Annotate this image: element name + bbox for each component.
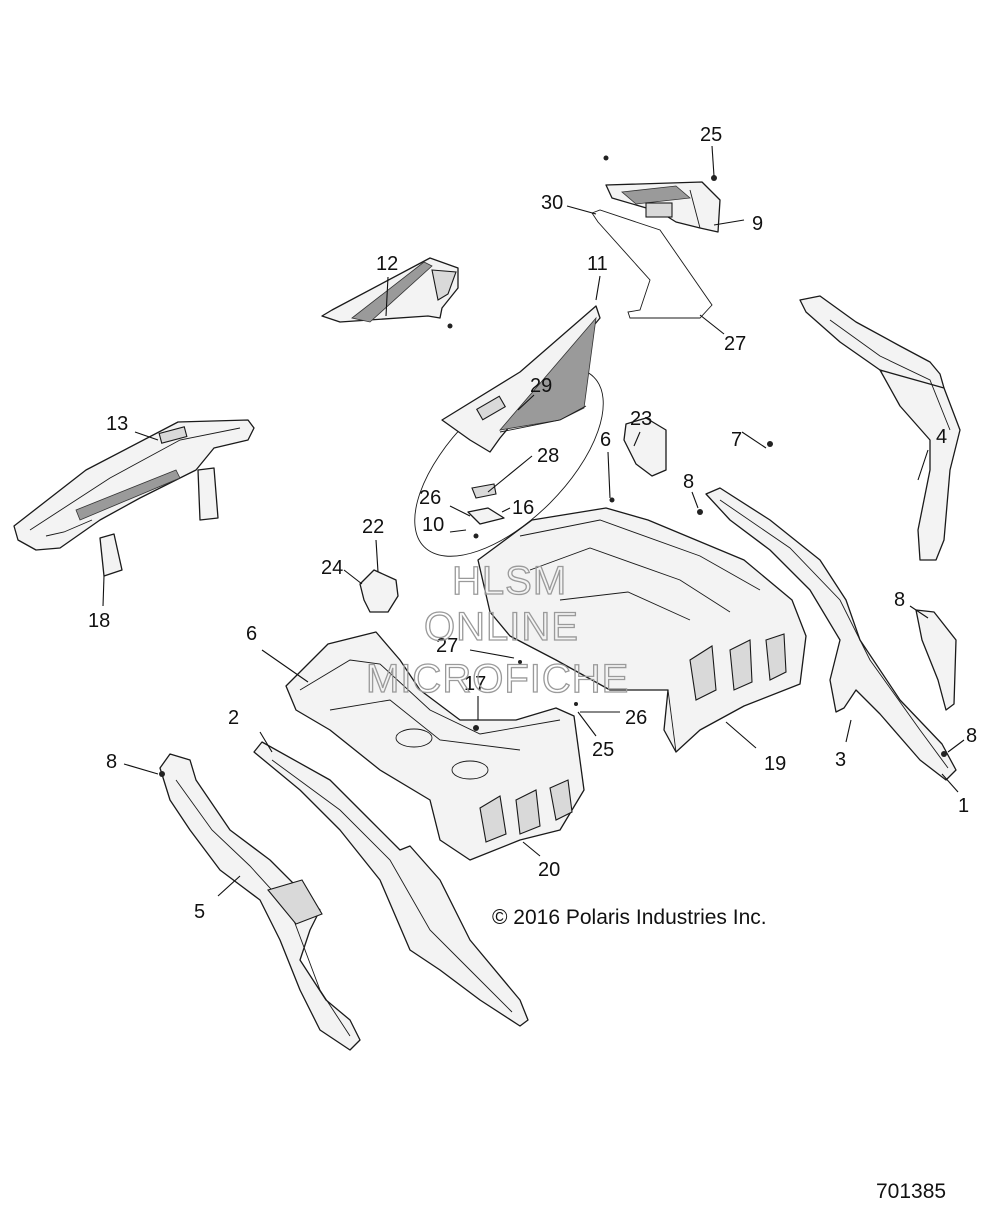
part-12-net-bracket (321, 257, 459, 323)
callout-27: 26 (419, 487, 441, 509)
callout-7-middle: 8 (683, 471, 694, 493)
part-4-right-rail (799, 295, 945, 391)
callout-19: 23 (630, 408, 652, 430)
part-20-clip (359, 569, 399, 613)
callout-4: 4 (936, 426, 947, 448)
callout-29: 29 (530, 375, 552, 397)
callout-17: 19 (764, 753, 786, 775)
callout-labels: 25 9 30 27 12 11 29 13 23 28 16 26 10 6 … (88, 124, 977, 923)
callout-26: 27 (724, 333, 746, 355)
callout-24: 26 (625, 707, 647, 729)
callout-21: 25 (700, 124, 722, 146)
callout-3: 3 (835, 749, 846, 771)
leader-lines (102, 145, 965, 897)
callout-5: 5 (194, 901, 205, 923)
callout-6-upper: 6 (600, 429, 611, 451)
callout-30: 30 (541, 192, 563, 214)
callout-7-right: 7 (731, 429, 742, 451)
callout-20: 22 (362, 516, 384, 538)
drawing-number: 701385 (876, 1180, 946, 1203)
part-18-front-tub (285, 631, 585, 861)
part-8-right-fender (915, 609, 957, 711)
callout-28: 28 (537, 445, 559, 467)
callout-14: 16 (512, 497, 534, 519)
watermark: HLSM ONLINE MICROFICHE (365, 558, 629, 701)
copyright-notice: © 2016 Polaris Industries Inc. (492, 906, 767, 929)
callout-16: 18 (88, 610, 110, 632)
part-29-storage-tray (441, 305, 601, 453)
part-9-panel (605, 181, 721, 233)
callout-22: 24 (321, 557, 343, 579)
part-3-right-rocker (705, 487, 957, 781)
part-5-left-panel (159, 753, 361, 1051)
part-13-dash-panel (13, 419, 255, 551)
callout-10: 10 (422, 514, 444, 536)
callout-13: 13 (106, 413, 128, 435)
callout-8-right-upper: 8 (894, 589, 905, 611)
part-2-left-rocker (253, 741, 529, 1027)
callout-11: 11 (587, 253, 608, 275)
callout-1: 1 (958, 795, 969, 817)
watermark-line-2: ONLINE (424, 605, 579, 649)
callout-18: 20 (538, 859, 560, 881)
part-27-28-latch (467, 483, 505, 525)
callout-6-lower: 6 (246, 623, 257, 645)
callout-8-right-lower: 8 (966, 725, 977, 747)
fasteners (159, 155, 947, 777)
callout-9: 9 (752, 213, 763, 235)
callout-25: 27 (436, 635, 458, 657)
callout-23: 25 (592, 739, 614, 761)
part-16-brackets (99, 467, 219, 577)
part-19-clip (623, 417, 667, 477)
callout-12: 12 (376, 253, 398, 275)
part-30-26-seal (591, 209, 713, 319)
callout-8-left: 8 (106, 751, 117, 773)
watermark-line-1: HLSM (452, 559, 567, 603)
callout-15: 17 (464, 673, 486, 695)
callout-2: 2 (228, 707, 239, 729)
watermark-line-3: MICROFICHE (366, 657, 629, 701)
part-17-rear-tub (477, 507, 807, 753)
